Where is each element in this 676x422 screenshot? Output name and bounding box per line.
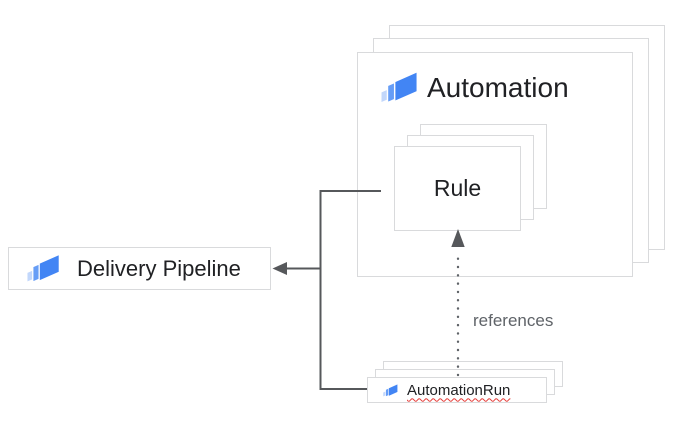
automation-label: Automation xyxy=(427,72,569,103)
automation-run-label: AutomationRun xyxy=(407,381,511,399)
cloud-deploy-icon xyxy=(381,69,418,106)
automation-run-card: AutomationRun xyxy=(367,377,547,403)
rule-card: Rule xyxy=(394,146,521,231)
cloud-deploy-icon xyxy=(27,252,60,285)
delivery-pipeline-card: Delivery Pipeline xyxy=(8,247,271,290)
cloud-deploy-icon xyxy=(383,383,398,398)
delivery-pipeline-label: Delivery Pipeline xyxy=(77,255,241,281)
references-label: references xyxy=(473,311,554,330)
automation-header: Automation xyxy=(381,69,569,106)
rule-label: Rule xyxy=(433,175,482,201)
arrowhead-left-icon xyxy=(272,262,287,275)
